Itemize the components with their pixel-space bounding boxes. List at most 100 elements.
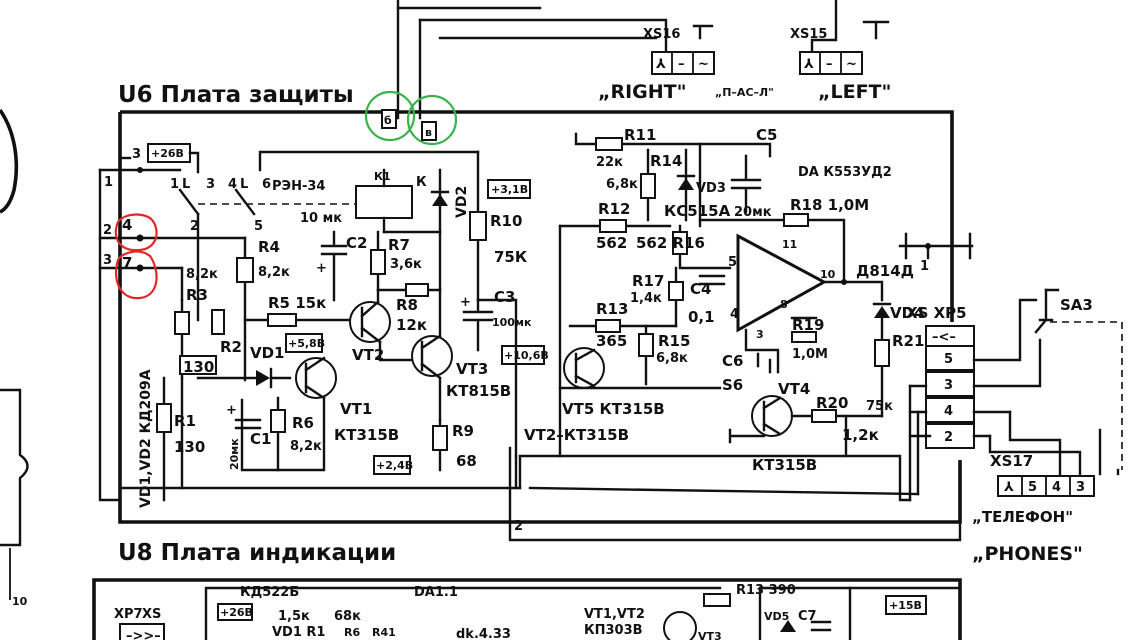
r12-value: 562 <box>596 234 627 252</box>
green-annotation-circles <box>364 90 458 146</box>
r16-label: 562 R16 <box>636 234 705 252</box>
label-left: „LEFT" <box>818 81 891 103</box>
xs15-pin-1: ⅄ <box>804 57 814 72</box>
red-annotation-circles <box>114 213 158 300</box>
bottom-bus <box>118 376 962 542</box>
supply-5-8v: +5,8В <box>288 337 325 350</box>
relay-k-label: К <box>416 175 427 190</box>
r17-label: R17 <box>632 272 664 290</box>
svg-text:3: 3 <box>132 147 141 162</box>
r14-label: R14 <box>650 152 682 170</box>
connector-xs17: XS17 ⅄ 5 4 3 <box>988 410 1120 497</box>
connector-xs-xp5: XS XP5 –<– 5 3 4 2 <box>906 298 1042 502</box>
vt3-label: VT3 <box>456 360 488 378</box>
r3-bottom-value: 130 <box>183 358 214 376</box>
xs17-pin-3: 4 <box>1052 480 1061 495</box>
capacitor-c1: C1 20мк + <box>226 403 271 470</box>
vt2-label: VT2 <box>352 346 384 364</box>
board-u6-outline <box>118 110 962 524</box>
u8-dk433: dk.4.33 <box>456 627 511 640</box>
u8-vd1-r1: VD1 R1 <box>272 625 325 640</box>
r19-label: R19 <box>792 316 824 334</box>
u8-vt3: VT3 <box>698 630 722 640</box>
resistor-r8: R8 12к <box>376 283 442 334</box>
u8-da11: DA1.1 <box>414 585 458 600</box>
pin-b-label: б <box>384 114 392 127</box>
vt2-type-note: VT2–КТ315В <box>524 426 629 444</box>
marked-pin-4: 4 <box>122 216 132 234</box>
s6-label: S6 <box>722 376 743 394</box>
input-wires <box>98 156 247 502</box>
da-pin-1: 1 <box>898 232 974 274</box>
vt3-type: КТ815В <box>446 382 511 400</box>
u8-vt12: VT1,VT2 <box>584 607 645 622</box>
supply-2-4v: +2,4В <box>376 459 413 472</box>
r3-value: 8,2к <box>186 267 218 282</box>
relay-pin-l: L <box>182 177 190 192</box>
diode-vd1: VD1 <box>196 344 292 389</box>
diode-vd2: VD2 <box>430 168 470 234</box>
opamp-pin-4: 4 <box>730 307 739 322</box>
r20-label: R20 <box>816 394 848 412</box>
left-edge-fragments: 10 <box>0 108 29 608</box>
r7-value: 3,6к <box>390 257 422 272</box>
r8-label: R8 <box>396 296 418 314</box>
relay-pin-6: 6 <box>262 177 271 192</box>
r1-value: 130 <box>174 438 205 456</box>
xs-xp5-label: XS XP5 <box>906 304 967 322</box>
r11-label: R11 <box>624 126 656 144</box>
opamp-pin-8: 8 <box>780 298 788 311</box>
r1-label: R1 <box>174 412 196 430</box>
c3-value: 100мк <box>492 316 532 329</box>
vt4-label: VT4 <box>778 380 810 398</box>
r6-label: R6 <box>292 414 314 432</box>
c4-value: 0,1 <box>688 308 715 326</box>
svg-text:+: + <box>226 403 237 418</box>
c4-label: C4 <box>690 280 711 298</box>
xs16-pin-3: ~ <box>698 57 709 72</box>
resistor-r11: R11 22к <box>574 126 772 170</box>
xs16-pin-2: – <box>678 57 685 72</box>
xs17-label: XS17 <box>990 452 1033 470</box>
xs-xp5-symbol: –<– <box>932 330 956 345</box>
c1-value: 20мк <box>228 438 241 470</box>
r15-value: 6,8к <box>656 351 688 366</box>
relay-coil-k1: К1 <box>374 170 391 183</box>
pin-3: 3 <box>103 253 112 268</box>
resistor-r2: R2 <box>211 309 242 356</box>
r18-label: R18 1,0М <box>790 196 869 214</box>
relay-pin-1: 1 <box>170 177 179 192</box>
u8-c7: C7 <box>798 609 817 624</box>
r11-value: 22к <box>596 155 623 170</box>
resistor-r17: R17 1,4к <box>630 266 684 328</box>
resistor-r12: R12 562 <box>558 200 672 252</box>
xs16-pin-1: ⅄ <box>656 57 666 72</box>
r6-value: 8,2к <box>290 439 322 454</box>
xp5-pin-5: 5 <box>944 352 953 367</box>
capacitor-c5: C5 20мк <box>730 126 777 220</box>
xs15-label: XS15 <box>790 27 827 42</box>
left-pin-ten: 10 <box>12 595 28 608</box>
r21-label: R21 <box>892 332 924 350</box>
resistor-r19: R19 1,0М <box>790 316 828 362</box>
resistor-r20: R20 1,2к <box>790 394 884 444</box>
r2-label: R2 <box>220 338 242 356</box>
sa3-label: SA3 <box>1060 296 1093 314</box>
connector-xs15: XS15 ⅄ – ~ <box>790 27 863 75</box>
zener-vd3: VD3 КС515А <box>664 148 731 222</box>
relay-k1: 1 L 3 4 L 6 РЭН-34 2 5 К1 К <box>170 150 480 322</box>
vd4-type: Д814Д <box>856 262 914 280</box>
c6-label: C6 <box>722 352 743 370</box>
c1-label: C1 <box>250 430 271 448</box>
relay-pin-5: 5 <box>254 219 263 234</box>
svg-text:–>>–: –>>– <box>126 629 161 640</box>
relay-label: РЭН-34 <box>272 179 325 194</box>
r9-label: R9 <box>452 422 474 440</box>
pin-v-label: в <box>425 126 432 139</box>
c3-label: C3 <box>494 288 515 306</box>
interconnect-wires <box>382 142 920 502</box>
c2-value: 10 мк <box>300 211 342 226</box>
resistor-r13: R13 365 <box>568 300 678 350</box>
xs15-pin-2: – <box>826 57 833 72</box>
label-telefon: „ТЕЛЕФОН" <box>972 508 1073 526</box>
